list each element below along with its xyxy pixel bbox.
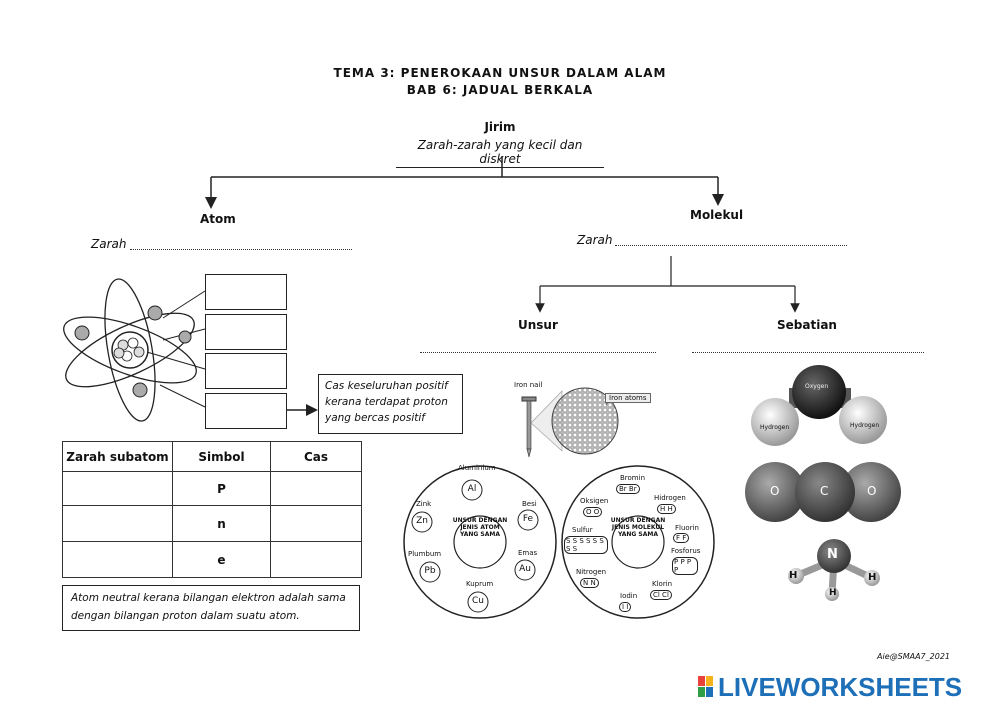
- table-cell-zarah-1[interactable]: [62, 471, 173, 506]
- table-header-zarah: Zarah subatom: [62, 441, 173, 472]
- water-hydrogen-label-2: Hydrogen: [850, 422, 880, 429]
- table-cell-symbol-2: n: [172, 505, 271, 542]
- el-emas-name: Emas: [518, 549, 538, 557]
- atom-label-box-3[interactable]: [205, 353, 287, 389]
- table-cell-symbol-1: P: [172, 471, 271, 506]
- el-zink-symbol: Zn: [416, 516, 428, 526]
- el-kuprum-symbol: Cu: [472, 596, 484, 606]
- table-row: P: [62, 471, 363, 506]
- neutral-note: Atom neutral kerana bilangan elektron ad…: [62, 585, 360, 631]
- table-header-simbol: Simbol: [172, 441, 271, 472]
- iron-nail-label: Iron nail: [514, 381, 543, 389]
- table-cell-cas-1[interactable]: [269, 471, 363, 506]
- nh3-h3: H: [829, 588, 837, 598]
- unsur-atom-center: UNSUR DENGAN JENIS ATOM YANG SAMA: [452, 517, 508, 538]
- unsur-molekul-center: UNSUR DENGAN JENIS MOLEKUL YANG SAMA: [610, 517, 666, 538]
- water-molecule: [751, 365, 887, 446]
- el-sulfur-name: Sulfur: [572, 526, 593, 534]
- atom-label-box-1[interactable]: [205, 274, 287, 310]
- co2-o-right: O: [867, 484, 877, 498]
- unsur-blank[interactable]: [420, 352, 656, 353]
- atom-title: Atom: [200, 212, 236, 226]
- el-fluorin-name: Fluorin: [675, 524, 699, 532]
- el-fosforus-name: Fosforus: [671, 547, 701, 555]
- table-cell-zarah-3[interactable]: [62, 541, 173, 578]
- el-bromin-name: Bromin: [620, 474, 646, 482]
- table-cell-cas-3[interactable]: [269, 541, 363, 578]
- el-besi-name: Besi: [522, 500, 537, 508]
- el-plumbum-symbol: Pb: [424, 566, 436, 576]
- el-besi-symbol: Fe: [522, 514, 534, 524]
- unsur-title: Unsur: [518, 318, 558, 332]
- atom-label-box-4[interactable]: [205, 393, 287, 429]
- nh3-h2: H: [868, 572, 877, 583]
- el-fluorin-symbol: F F: [673, 533, 690, 543]
- brand-name[interactable]: LIVEWORKSHEETS: [718, 672, 963, 702]
- nh3-h1: H: [789, 570, 798, 581]
- el-sulfur-symbol: S S S S S S S S: [564, 536, 608, 554]
- table-row: n: [62, 505, 363, 542]
- iron-nail-diagram: [521, 387, 619, 458]
- unsur-molekul-circle: [561, 465, 715, 619]
- el-zink-name: Zink: [416, 500, 432, 508]
- molekul-title: Molekul: [690, 208, 744, 222]
- subatomic-table: Zarah subatom Simbol Cas P n e: [62, 441, 363, 578]
- el-aluminium-name: Aluminium: [458, 464, 496, 472]
- el-nitrogen-symbol: N N: [580, 578, 599, 588]
- credit: Aie@SMAA7_2021: [877, 652, 950, 661]
- el-aluminium-symbol: Al: [467, 484, 477, 494]
- header-line2: BAB 6: JADUAL BERKALA: [406, 83, 594, 97]
- atom-diagram: [63, 278, 197, 422]
- atom-zarah-blank[interactable]: [130, 249, 352, 250]
- table-row: e: [62, 541, 363, 578]
- el-kuprum-name: Kuprum: [466, 580, 494, 588]
- el-oksigen-name: Oksigen: [580, 497, 609, 505]
- co2-molecule: [745, 462, 901, 522]
- el-hidrogen-name: Hidrogen: [654, 494, 686, 502]
- water-hydrogen-label-1: Hydrogen: [760, 424, 790, 431]
- el-emas-symbol: Au: [519, 564, 531, 574]
- header-line1: TEMA 3: PENEROKAAN UNSUR DALAM ALAM: [333, 66, 667, 80]
- el-oksigen-symbol: O O: [583, 507, 603, 517]
- atom-zarah-label: Zarah: [91, 237, 127, 251]
- table-cell-cas-2[interactable]: [269, 505, 363, 542]
- el-klorin-symbol: Cl Cl: [650, 590, 672, 600]
- table-header-cas: Cas: [269, 441, 363, 472]
- el-iodin-name: Iodin: [620, 592, 638, 600]
- jirim-title: Jirim: [484, 120, 516, 134]
- molekul-zarah-label: Zarah: [577, 233, 613, 247]
- nh3-n: N: [827, 547, 838, 562]
- jirim-definition: Zarah-zarah yang kecil dan diskret: [396, 138, 604, 168]
- iron-atoms-label: Iron atoms: [605, 393, 651, 403]
- liveworksheets-logo-icon: [698, 676, 714, 698]
- sebatian-title: Sebatian: [777, 318, 837, 332]
- co2-c: C: [820, 484, 829, 498]
- nh3-molecule: [788, 539, 880, 601]
- molekul-zarah-blank[interactable]: [615, 245, 847, 246]
- table-cell-zarah-2[interactable]: [62, 505, 173, 542]
- el-plumbum-name: Plumbum: [408, 550, 442, 558]
- proton-note: Cas keseluruhan positif kerana terdapat …: [318, 374, 463, 434]
- water-oxygen-label: Oxygen: [805, 383, 829, 390]
- co2-o-left: O: [770, 484, 780, 498]
- table-cell-symbol-3: e: [172, 541, 271, 578]
- el-fosforus-symbol: P P P P: [672, 557, 698, 575]
- unsur-atom-circle: [403, 465, 557, 619]
- el-hidrogen-symbol: H H: [657, 504, 676, 514]
- atom-label-box-2[interactable]: [205, 314, 287, 350]
- el-klorin-name: Klorin: [652, 580, 673, 588]
- el-bromin-symbol: Br Br: [616, 484, 640, 494]
- sebatian-blank[interactable]: [692, 352, 924, 353]
- el-iodin-symbol: I I: [619, 602, 632, 612]
- el-nitrogen-name: Nitrogen: [576, 568, 607, 576]
